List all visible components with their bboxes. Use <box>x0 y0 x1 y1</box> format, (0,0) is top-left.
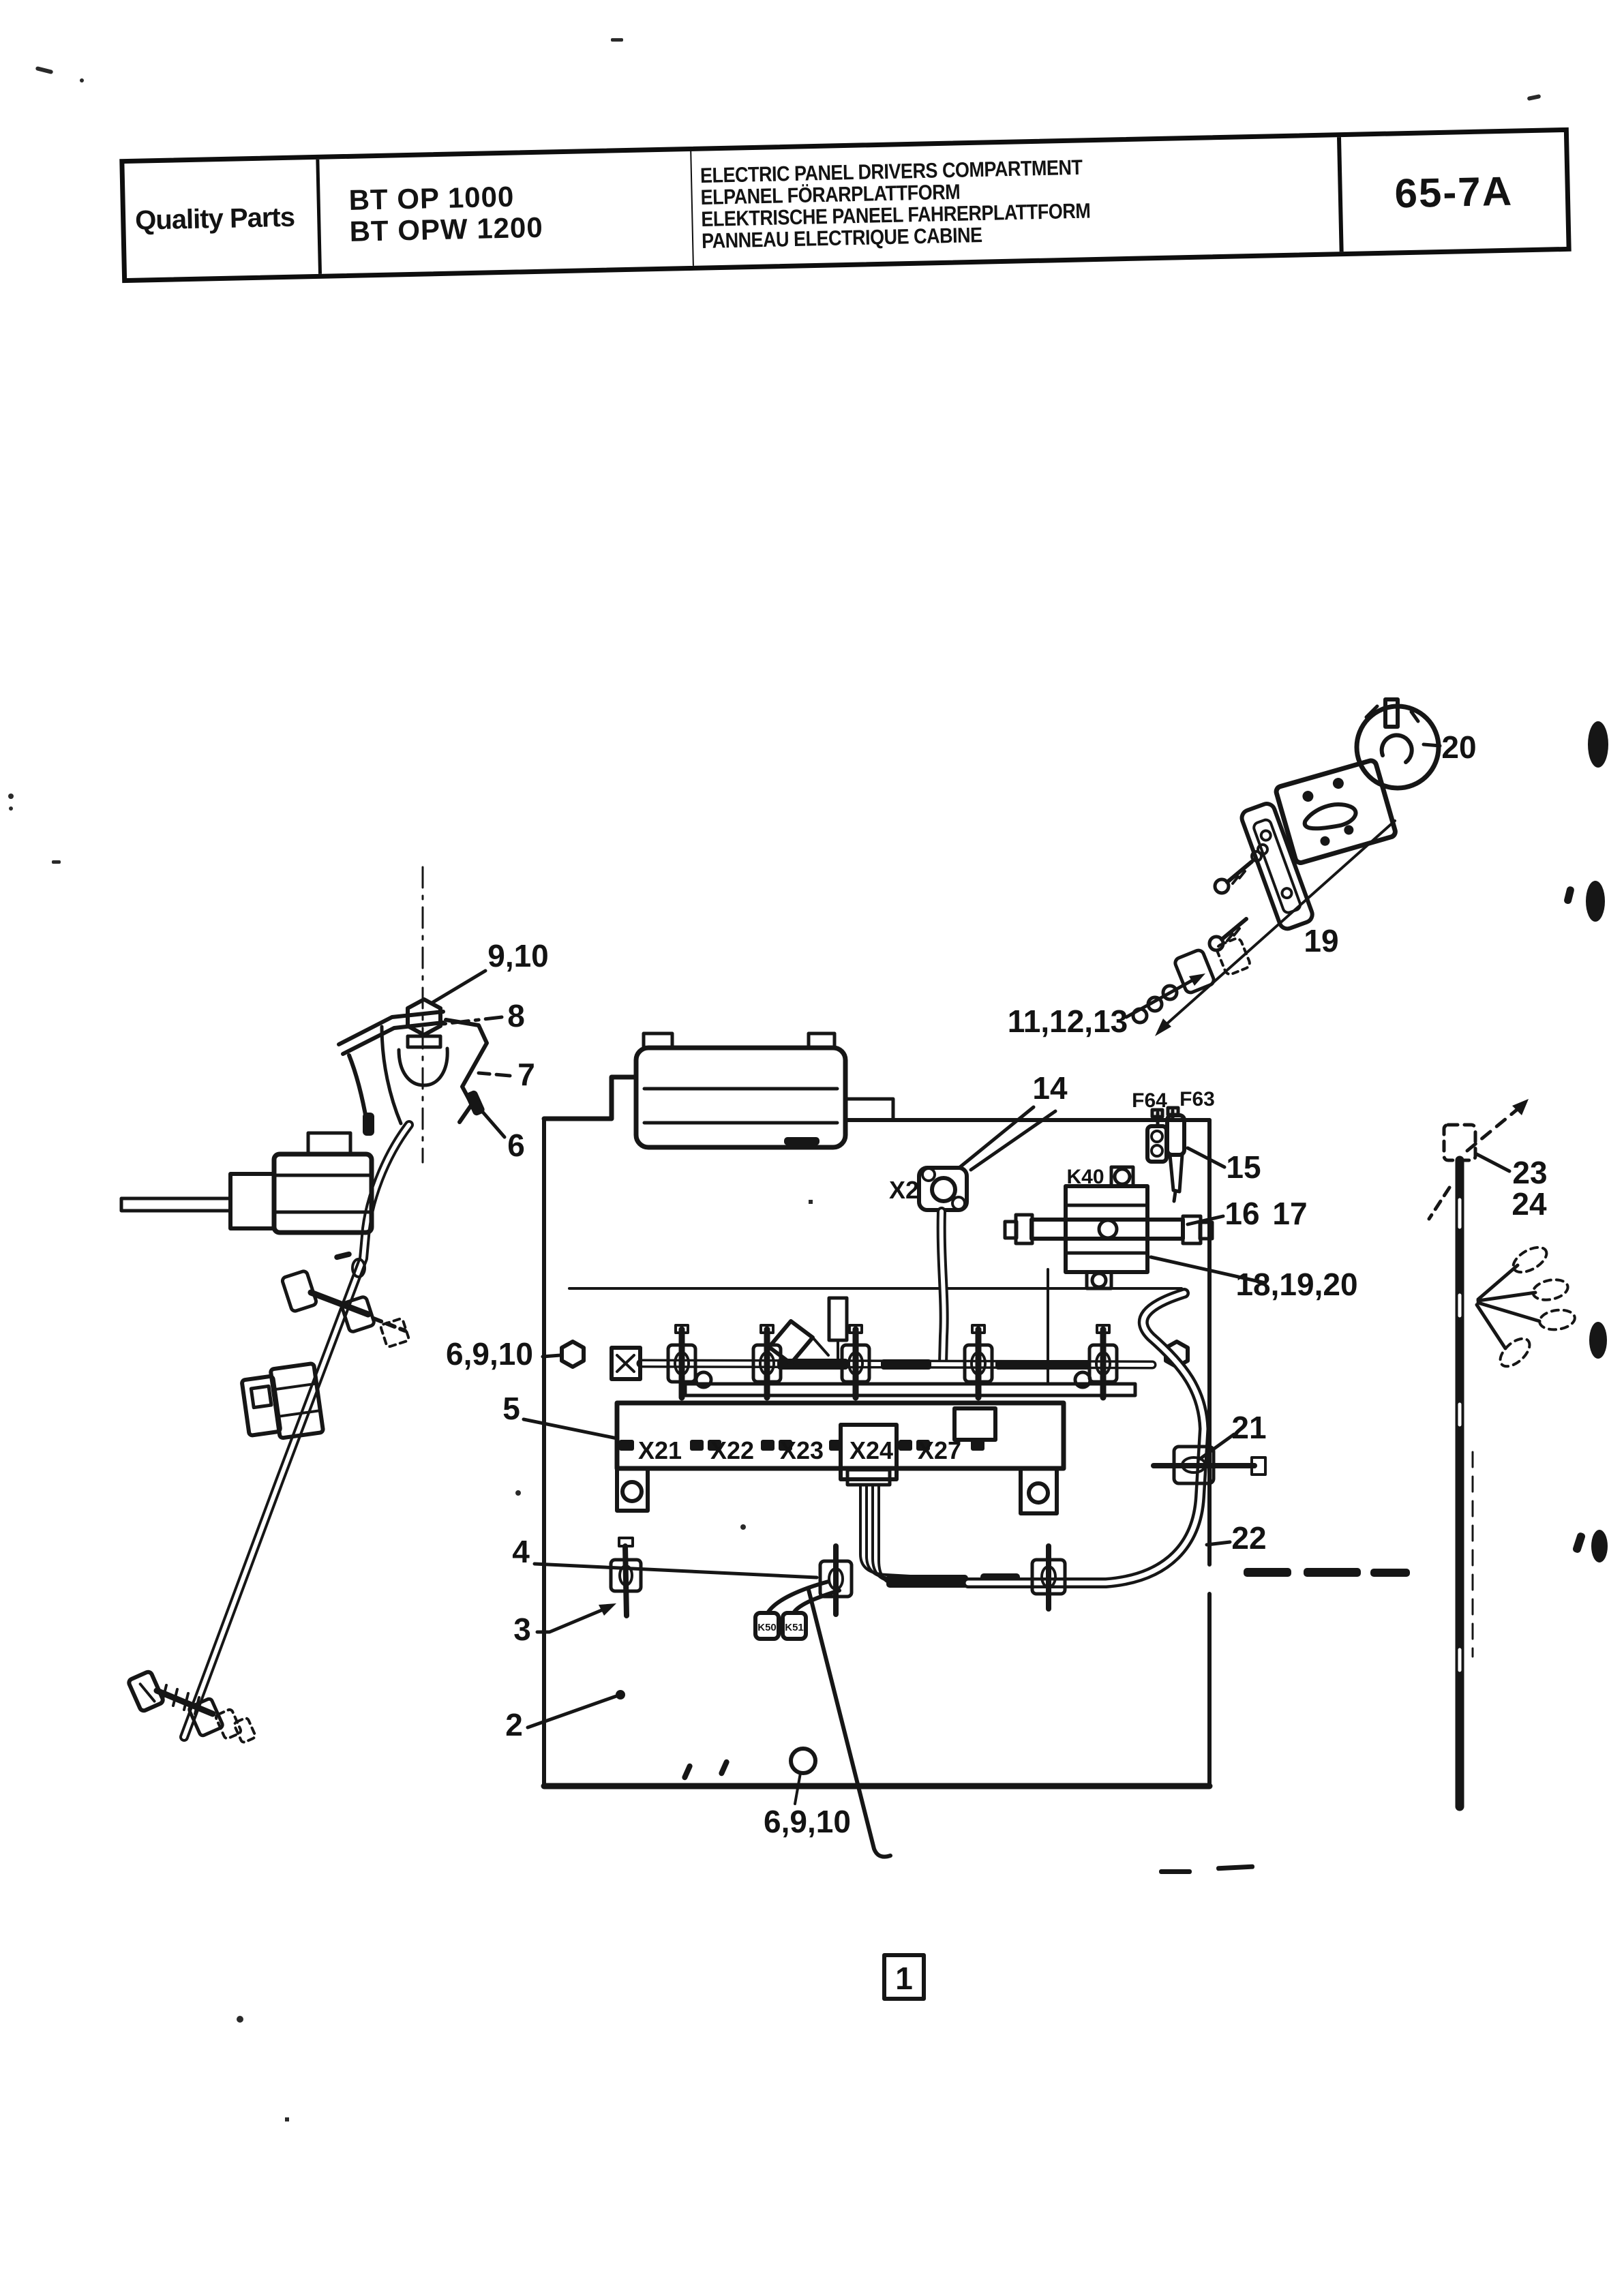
cable-clamp <box>751 1324 783 1401</box>
harness-curve <box>963 1288 1410 1612</box>
callout-5: 5 <box>502 1391 520 1426</box>
page-edge-marks <box>1527 94 1608 1562</box>
callouts: 9,10 8 7 6 11,12,13 14 15 16 17 18,19,20… <box>429 729 1548 1839</box>
callout-18-19-20: 18,19,20 <box>1235 1267 1357 1302</box>
panel-plate <box>541 1074 1213 1789</box>
cable-clamp <box>840 1324 871 1401</box>
callout-22: 22 <box>1231 1520 1266 1556</box>
cover-box <box>633 1031 895 1150</box>
cable-clamp <box>1087 1324 1119 1401</box>
callout-20: 20 <box>1441 729 1476 765</box>
x24-ribbon-wires <box>859 1483 1020 1588</box>
cable-clamp <box>666 1324 697 1401</box>
switch-mount-plate <box>1274 758 1398 865</box>
callout-7: 7 <box>517 1057 535 1092</box>
x22-label: X22 <box>710 1436 754 1464</box>
callout-2: 2 <box>505 1707 523 1742</box>
hex-screw <box>560 1340 586 1369</box>
figure-number-box: 1 <box>882 1953 926 2001</box>
fuse-assembly: F64 F63 <box>1132 1088 1215 1203</box>
left-harness <box>119 1120 414 1744</box>
callout-17: 17 <box>1272 1196 1307 1231</box>
k40-relay: K40 <box>1003 1165 1214 1290</box>
cable-tag <box>767 1296 849 1365</box>
mounting-screws <box>1207 843 1269 952</box>
callout-24: 24 <box>1512 1186 1547 1222</box>
callout-15: 15 <box>1226 1149 1261 1185</box>
callout-6: 6 <box>507 1128 525 1163</box>
key-switch-assembly <box>1155 697 1441 1036</box>
solenoid-component <box>119 1131 374 1235</box>
callout-8: 8 <box>507 998 525 1033</box>
assembly-leader-line <box>1158 819 1396 1032</box>
clamp-item3 <box>609 1537 643 1618</box>
harness-connector-block <box>240 1361 325 1440</box>
bottom-bolt <box>127 1670 256 1744</box>
terminal-strip: X21 X22 X23 X24 X27 <box>614 1370 1137 1515</box>
figure-number: 1 <box>895 1961 913 1996</box>
callout-16: 16 <box>1224 1196 1259 1231</box>
ghost-connector-fan <box>1475 1245 1576 1368</box>
callout-14: 14 <box>1032 1070 1068 1106</box>
x23-label: X23 <box>780 1436 824 1464</box>
callout-4: 4 <box>512 1534 530 1569</box>
k50-k51-connectors: K50 K51 <box>753 1580 841 1641</box>
right-cable <box>1427 1099 1529 1811</box>
clamp-item4 <box>818 1543 854 1617</box>
x2-wire <box>936 1207 949 1368</box>
harness-clamp-21 <box>1151 1445 1267 1485</box>
x2-connector: X2 <box>889 1166 969 1212</box>
callout-21: 21 <box>1231 1410 1266 1445</box>
cable-clamp <box>963 1324 994 1401</box>
ghost-screws-11-12-13 <box>1124 937 1251 1025</box>
cable-row <box>610 1346 1157 1381</box>
callout-9-10: 9,10 <box>487 938 549 973</box>
x24-label: X24 <box>849 1436 893 1464</box>
bracket-assembly <box>337 866 489 1164</box>
callout-19: 19 <box>1304 923 1338 958</box>
panel-hole <box>789 1747 817 1805</box>
t-bolt <box>280 1269 410 1348</box>
callout-6-9-10-bottom: 6,9,10 <box>764 1804 851 1839</box>
k50-label: K50 <box>757 1622 777 1633</box>
harness-clamp <box>1030 1543 1067 1612</box>
callout-23: 23 <box>1512 1155 1547 1190</box>
k51-label: K51 <box>785 1622 804 1633</box>
callout-11-12-13: 11,12,13 <box>1008 1003 1128 1039</box>
scan-specks <box>8 38 813 2121</box>
callout-3: 3 <box>513 1612 531 1647</box>
f63-label: F63 <box>1179 1088 1215 1111</box>
x2-label: X2 <box>889 1176 919 1204</box>
callout-6-9-10-left: 6,9,10 <box>446 1336 533 1372</box>
long-leader-line <box>807 1588 892 1859</box>
x21-label: X21 <box>638 1436 682 1464</box>
